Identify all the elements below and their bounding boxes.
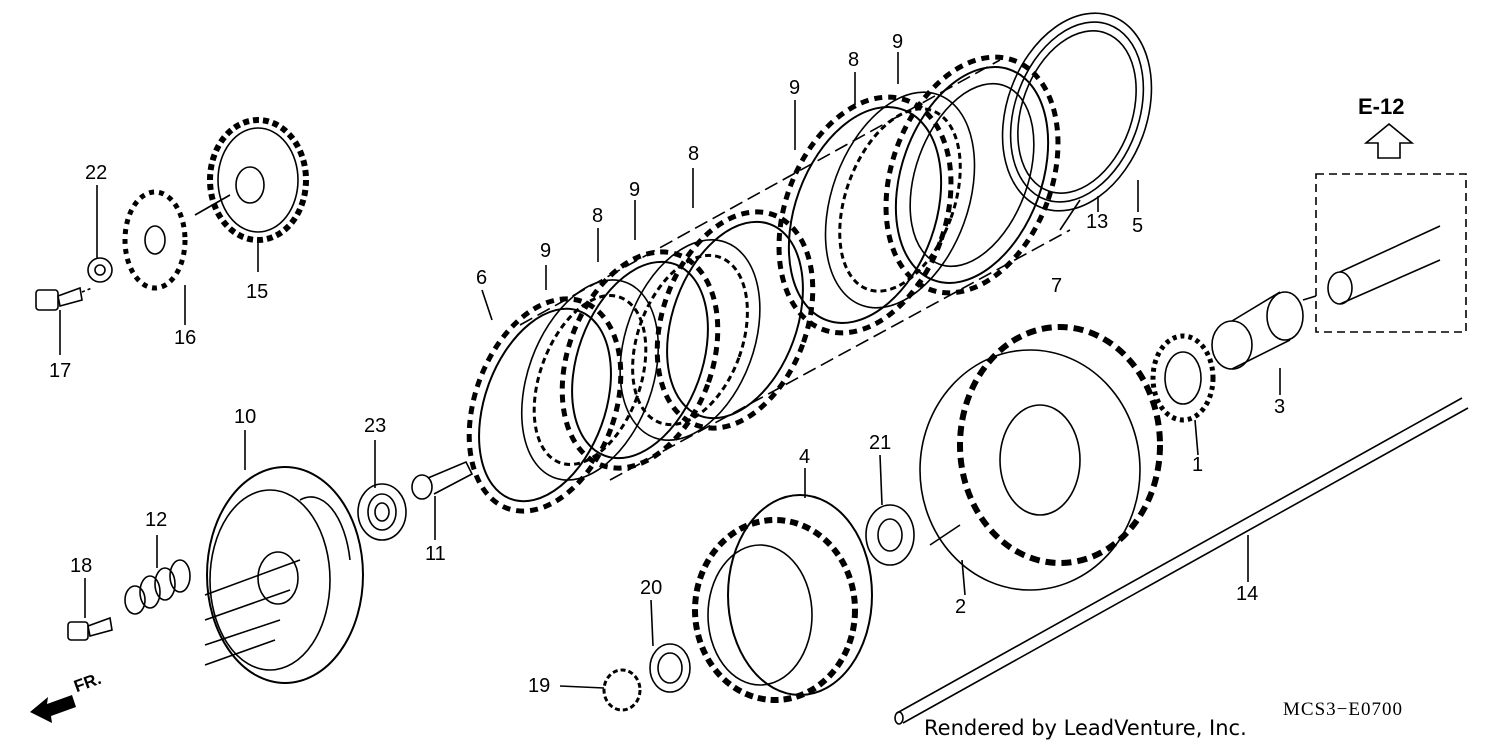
reference-arrow-icon [1363,122,1415,159]
reference-section-label: E-12 [1358,94,1405,119]
part-label: 8 [848,49,860,71]
thrust-washer [865,504,915,566]
part-label: 16 [174,327,197,349]
reference-shaft-box [1315,173,1467,333]
part-label: 19 [528,675,551,697]
part-label: 5 [1132,215,1144,237]
assembly-axis-line [519,59,1001,326]
part-label: 8 [688,143,700,165]
friction-disc-first [466,296,624,514]
part-label: 12 [145,509,168,531]
part-label: 17 [49,360,72,382]
washer-22 [87,257,113,283]
friction-disc-middle [654,209,816,431]
clutch-lifter-piece [411,460,474,500]
flange-bolt-17 [35,286,83,311]
assembly-axis-line [609,229,1071,481]
part-label: 8 [592,205,604,227]
diagram-code: MCS3−E0700 [1283,699,1403,720]
part-label: 10 [234,406,257,428]
part-label: 9 [540,240,552,262]
friction-disc-lower [559,249,721,471]
part-label: 22 [85,162,108,184]
lock-nut [602,668,642,712]
part-label: 3 [1274,396,1286,418]
part-label: 9 [789,77,801,99]
part-label: 4 [799,446,811,468]
clutch-plate-upper [824,91,976,309]
clutch-spring [124,559,191,615]
part-label: 6 [476,267,488,289]
part-label: 20 [640,577,663,599]
part-label: 23 [364,415,387,437]
mainshaft-reference [1327,225,1441,305]
part-label: 9 [892,31,904,53]
part-label: 13 [1086,211,1109,233]
part-label: 9 [629,179,641,201]
flange-bolt-18 [67,616,113,641]
outer-guide-collar [1211,291,1304,370]
pulser-rotor [122,189,188,291]
part-label: 21 [869,432,892,454]
part-label: 15 [246,281,269,303]
clutch-plate-lower [520,279,660,481]
part-label: 11 [425,543,446,565]
bearing [357,483,407,541]
pressure-plate [206,466,364,684]
part-label: 2 [955,596,967,618]
part-label: 1 [1192,454,1204,476]
clutch-lifter-rod [894,397,1469,725]
render-credit: Rendered by LeadVenture, Inc. [924,716,1247,740]
clutch-outer [919,324,1163,591]
friction-disc-upper [776,94,954,336]
front-direction-arrow-icon [30,695,76,723]
part-label: 14 [1236,583,1259,605]
part-label: 18 [70,555,93,577]
clutch-center [692,494,873,703]
primary-drive-gear [207,117,309,243]
assembly-axis-line [194,194,231,216]
oil-pump-drive-sprocket [1150,333,1216,423]
clutch-spring-seat-ring [1001,12,1153,212]
friction-disc-outer [883,54,1061,296]
part-label: 7 [1051,275,1063,297]
lock-washer [649,643,691,693]
